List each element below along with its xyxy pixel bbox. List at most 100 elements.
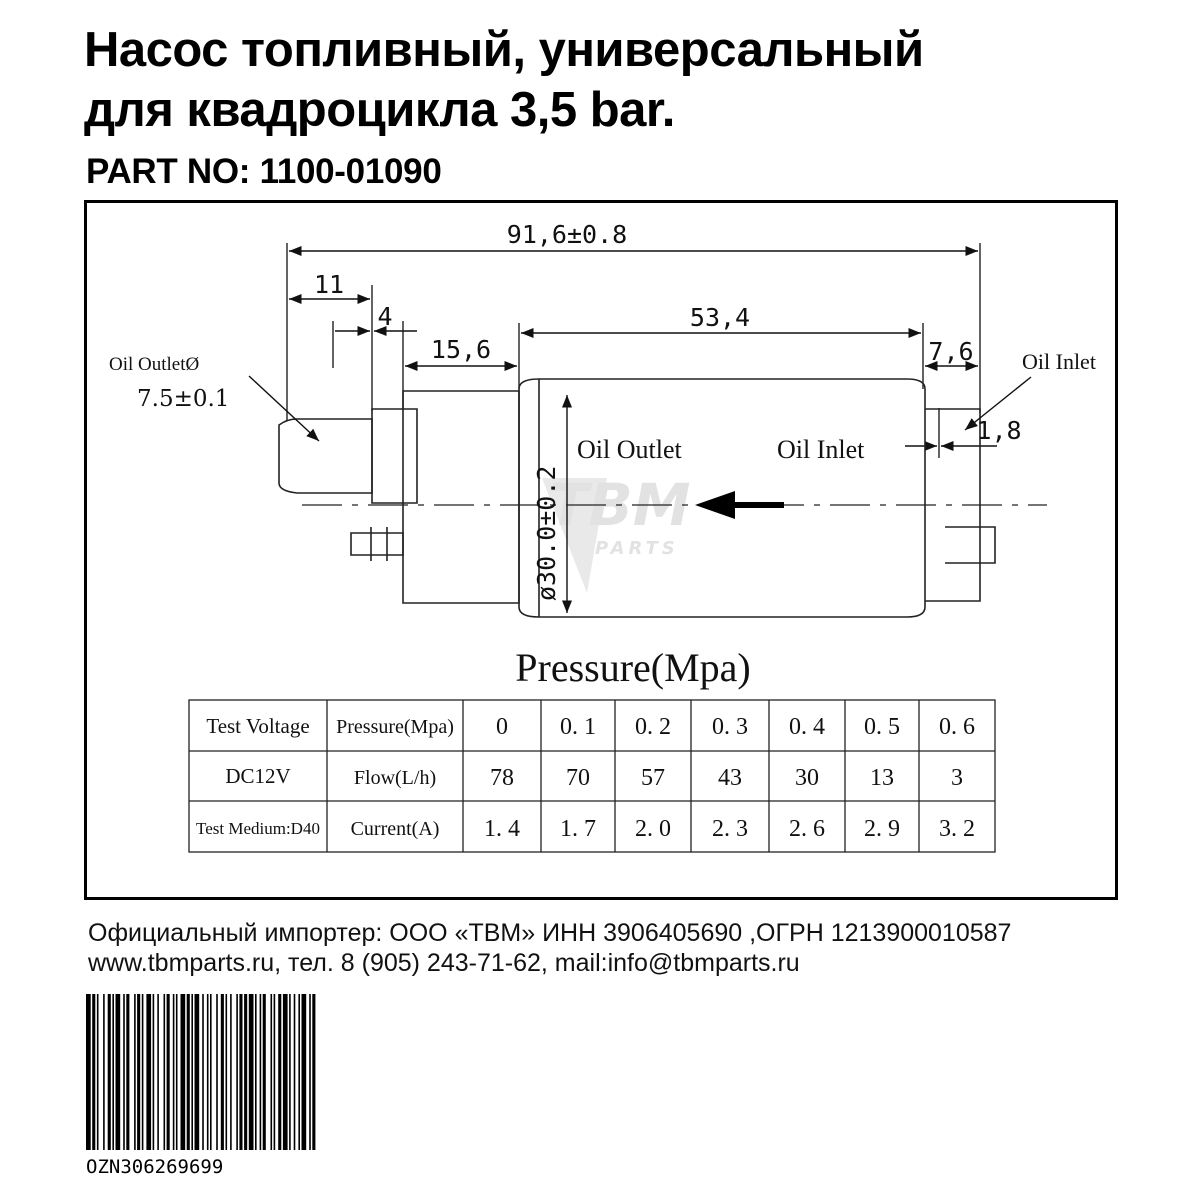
table-cell-current: 2. 9 (864, 816, 900, 842)
barcode-bar (282, 994, 288, 1150)
footer: Официальный импортер: ООО «ТВМ» ИНН 3906… (88, 918, 1168, 978)
test-voltage-value: DC12V (225, 764, 290, 788)
table-heading: Pressure(Mpa) (515, 645, 751, 690)
table-cell-current: 2. 3 (712, 816, 748, 842)
barcode-bar (262, 994, 266, 1150)
barcode-bar (202, 994, 204, 1150)
barcode-bar (92, 994, 96, 1150)
table-cell-pressure: 0. 4 (789, 714, 825, 740)
barcode-bar (141, 994, 144, 1150)
barcode-bar (230, 994, 232, 1150)
part-number: PART NO: 1100-01090 (86, 152, 442, 191)
barcode-bar (255, 994, 257, 1150)
barcode-bar (172, 994, 175, 1150)
dimension-outlet-length: 11 (314, 270, 344, 299)
importer-info: Официальный импортер: ООО «ТВМ» ИНН 3906… (88, 919, 1012, 947)
dimension-1-8: 1,8 (976, 416, 1021, 445)
table-cell-pressure: 0. 3 (712, 714, 748, 740)
test-voltage-label: Test Voltage (206, 714, 309, 738)
barcode-bar (96, 994, 99, 1150)
barcode-bar (163, 994, 166, 1150)
barcode-bar (278, 994, 282, 1150)
barcode-bar (166, 994, 170, 1150)
spec-table-text: Test Voltage DC12V Test Medium:D40 Press… (196, 714, 454, 840)
barcode-bar (312, 994, 316, 1150)
barcode-bar (273, 994, 276, 1150)
oil-outlet-diameter-value: 7.5±0.1 (137, 386, 229, 412)
callout-leaders (248, 375, 1032, 442)
table-cell-flow: 70 (566, 765, 590, 791)
barcode-bar (126, 994, 130, 1150)
technical-drawing: TBM PARTS (84, 200, 1118, 900)
barcode-bar (112, 994, 114, 1150)
barcode-bar (123, 994, 125, 1150)
product-title-line-2: для квадроцикла 3,5 bar. (84, 83, 675, 137)
table-cell-pressure: 0. 6 (939, 714, 975, 740)
table-cell-current: 1. 4 (484, 816, 520, 842)
extension-lines (286, 243, 981, 458)
barcode-bar (259, 994, 262, 1150)
table-cell-flow: 13 (870, 765, 894, 791)
dimension-4: 4 (377, 302, 392, 331)
barcode-bar (225, 994, 228, 1150)
barcode-bar (298, 994, 300, 1150)
oil-outlet-diameter-label: Oil OutletØ (109, 354, 199, 375)
table-cell-flow: 30 (795, 765, 819, 791)
table-cell-current: 2. 6 (789, 816, 825, 842)
barcode-bar (293, 994, 296, 1150)
barcode-bar (301, 994, 307, 1150)
product-title-line-1: Насос топливный, универсальный (84, 23, 924, 77)
table-cell-flow: 43 (718, 765, 742, 791)
dimension-body-length: 53,4 (690, 303, 750, 332)
row-label-pressure: Pressure(Mpa) (336, 716, 454, 738)
flow-direction-arrow (695, 491, 784, 519)
barcode-bar (309, 994, 311, 1150)
barcode-bar (244, 994, 248, 1150)
oil-inlet-callout: Oil Inlet (1022, 349, 1096, 374)
oil-inlet-label: Oil Inlet (777, 435, 865, 464)
barcode-bar (157, 994, 159, 1150)
barcode-bar (86, 994, 91, 1150)
barcode-bar (210, 994, 212, 1150)
barcode-bar (175, 994, 178, 1150)
dimension-inlet-length: 7,6 (928, 337, 973, 366)
barcode-bar (186, 994, 190, 1150)
barcode-bar (134, 994, 136, 1150)
dimension-overall-length: 91,6±0.8 (507, 220, 627, 249)
barcode-bar (194, 994, 200, 1150)
table-cell-flow: 57 (641, 765, 665, 791)
barcode-bar (152, 994, 155, 1150)
dimension-15-6: 15,6 (431, 335, 491, 364)
barcode-bar (103, 994, 105, 1150)
spec-table-grid (188, 699, 996, 853)
barcode-bar (289, 994, 291, 1150)
table-cell-pressure: 0. 5 (864, 714, 900, 740)
barcode-bar (248, 994, 254, 1150)
watermark-logo: TBM PARTS (542, 471, 691, 593)
barcode (86, 994, 316, 1150)
dimension-body-diameter: ø30.0±0.2 (532, 466, 561, 601)
barcode-bar (115, 994, 121, 1150)
barcode-number: OZN306269699 (86, 1156, 224, 1178)
table-cell-pressure: 0. 2 (635, 714, 671, 740)
barcode-bar (239, 994, 243, 1150)
table-cell-pressure: 0 (496, 714, 508, 740)
barcode-bar (180, 994, 186, 1150)
barcode-bar (216, 994, 218, 1150)
table-cell-pressure: 0. 1 (560, 714, 596, 740)
barcode-bar (107, 994, 111, 1150)
contact-info: www.tbmparts.ru, тел. 8 (905) 243-71-62,… (88, 949, 800, 977)
oil-outlet-label: Oil Outlet (577, 435, 682, 464)
svg-text:PARTS: PARTS (595, 538, 679, 559)
table-cell-flow: 3 (951, 765, 963, 791)
test-medium: Test Medium:D40 (196, 819, 320, 838)
table-cell-current: 3. 2 (939, 816, 975, 842)
barcode-bar (137, 994, 141, 1150)
row-label-current: Current(A) (351, 818, 440, 840)
pump-drawing-svg: TBM PARTS (109, 220, 1096, 853)
dimension-lines (289, 245, 997, 613)
barcode-bar (220, 994, 224, 1150)
table-cell-current: 1. 7 (560, 816, 596, 842)
barcode-bar (206, 994, 209, 1150)
